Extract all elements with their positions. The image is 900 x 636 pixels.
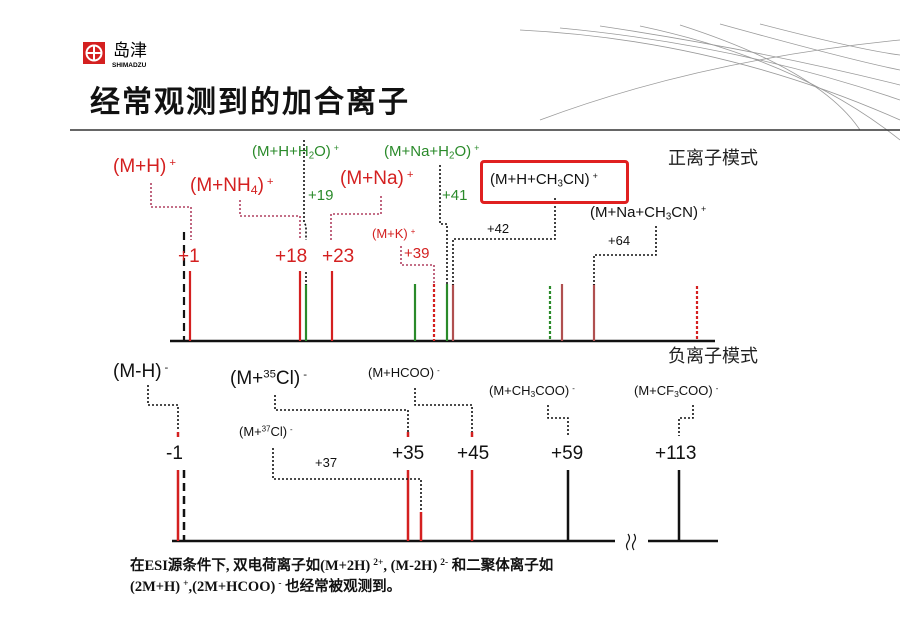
positive-mode-label: 正离子模式 — [668, 148, 758, 169]
shift-p18: +18 — [275, 246, 308, 267]
label-m-plus-37cl: (M+37Cl)- — [239, 424, 293, 439]
shift-p113: +113 — [655, 443, 697, 464]
shift-p1: +1 — [178, 246, 200, 267]
shift-p59: +59 — [551, 443, 584, 464]
shift-p41: +41 — [442, 187, 468, 204]
negative-peaks — [176, 470, 681, 541]
label-m-plus-hcoo: (M+HCOO)- — [368, 365, 440, 380]
shimadzu-logo-icon — [83, 42, 105, 64]
label-m-plus-k: (M+K)+ — [372, 226, 416, 241]
shift-p45: +45 — [457, 443, 490, 464]
shift-p23: +23 — [322, 246, 355, 267]
label-m-plus-na-ch3cn: (M+Na+CH3CN)+ — [590, 204, 707, 223]
shift-m1: -1 — [166, 443, 183, 464]
logo-text-cn: 岛津 — [113, 41, 147, 61]
label-m-plus-h: (M+H)+ — [113, 156, 176, 177]
label-m-plus-na: (M+Na)+ — [340, 168, 414, 189]
logo-text-en: SHIMADZU — [112, 62, 147, 69]
label-m-minus-h: (M-H)- — [113, 361, 169, 382]
negative-connectors — [147, 385, 694, 512]
label-m-plus-h-h2o: (M+H+H2O)+ — [252, 143, 340, 162]
peak-marker-dots — [176, 432, 474, 437]
label-m-plus-cf3coo: (M+CF3COO)- — [634, 383, 719, 400]
axis-break-icon — [625, 533, 637, 551]
label-m-plus-ch3coo: (M+CH3COO)- — [489, 383, 575, 400]
label-m-plus-h-ch3cn: (M+H+CH3CN)+ — [490, 171, 598, 190]
shift-p64: +64 — [608, 233, 631, 248]
decorative-curves — [519, 23, 900, 141]
footnote-line-1: 在ESI源条件下, 双电荷离子如(M+2H)2+, (M-2H)2- 和二聚体离… — [130, 558, 554, 574]
label-m-plus-na-h2o: (M+Na+H2O)+ — [384, 143, 480, 162]
positive-peaks — [182, 232, 699, 341]
positive-connectors — [150, 140, 657, 285]
shift-p42: +42 — [487, 221, 510, 236]
negative-mode-label: 负离子模式 — [668, 346, 758, 367]
page-title: 经常观测到的加合离子 — [90, 85, 410, 120]
shift-p35: +35 — [392, 443, 425, 464]
highlight-box — [480, 160, 629, 204]
footnote: 在ESI源条件下, 双电荷离子如(M+2H)2+, (M-2H)2- 和二聚体离… — [130, 556, 553, 598]
shift-p19: +19 — [308, 187, 334, 204]
shift-p39: +39 — [404, 245, 430, 262]
label-m-plus-35cl: (M+35Cl)- — [230, 368, 307, 389]
footnote-line-2: (2M+H)+,(2M+HCOO)- 也经常被观测到。 — [130, 579, 402, 595]
shift-p37: +37 — [315, 455, 338, 470]
label-m-plus-nh4: (M+NH4)+ — [190, 175, 274, 198]
